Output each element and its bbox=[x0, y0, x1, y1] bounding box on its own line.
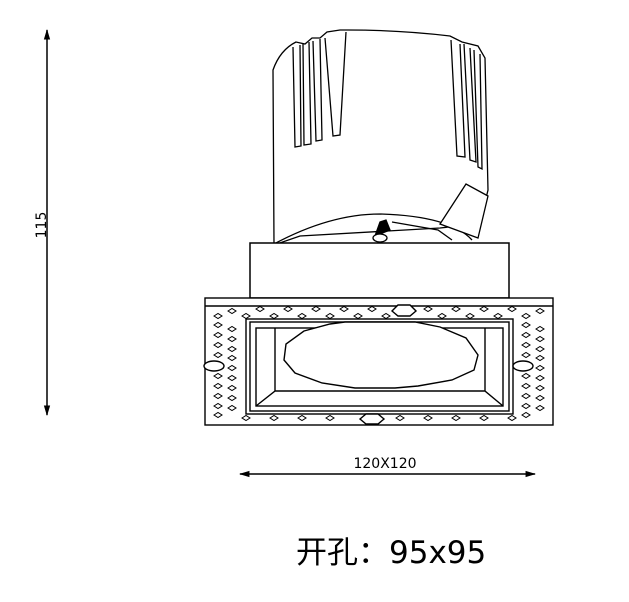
mounting-collar bbox=[249, 242, 510, 299]
cutout-value: 95x95 bbox=[389, 535, 487, 571]
plaster-flange bbox=[203, 297, 554, 426]
cutout-label: 开孔 bbox=[296, 535, 358, 571]
cutout-separator: ： bbox=[358, 535, 389, 571]
height-dimension-label: 115 bbox=[34, 211, 50, 239]
cutout-spec: 开孔：95x95 bbox=[296, 533, 536, 573]
heatsink-housing bbox=[272, 29, 489, 246]
width-dimension-label: 120X120 bbox=[353, 456, 417, 472]
perforation-pattern bbox=[213, 305, 545, 422]
